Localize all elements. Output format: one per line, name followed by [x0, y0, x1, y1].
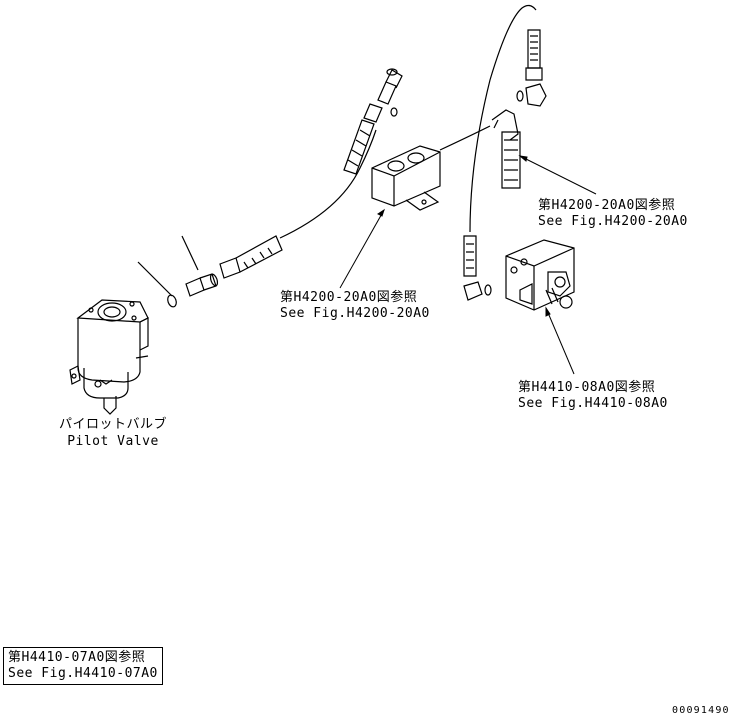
elbow-right — [491, 109, 521, 189]
ref-block-right-top-jp[interactable]: 第H4200-20A0図参照 — [538, 198, 676, 213]
valve-block-middle — [371, 145, 441, 211]
ref-box-en: See Fig.H4410-07A0 — [8, 666, 158, 681]
ref-block-middle-jp[interactable]: 第H4200-20A0図参照 — [280, 290, 418, 305]
hose-upper-fitting — [343, 68, 403, 175]
leader-lines — [339, 155, 597, 375]
ref-block-lower-en[interactable]: See Fig.H4410-08A0 — [518, 396, 668, 411]
hose-right-top — [439, 4, 547, 233]
ref-block-middle-en[interactable]: See Fig.H4200-20A0 — [280, 306, 430, 321]
ref-block-right-top-en[interactable]: See Fig.H4200-20A0 — [538, 214, 688, 229]
pilot-valve-label-en: Pilot Valve — [67, 434, 159, 449]
valve-block-right — [505, 239, 575, 311]
pilot-valve-label-jp: パイロットバルブ — [58, 417, 167, 432]
hose-lower-left — [219, 129, 377, 279]
reference-box[interactable]: 第H4410-07A0図参照 See Fig.H4410-07A0 — [3, 647, 163, 685]
drawing-code: 00091490 — [672, 705, 730, 716]
ref-box-jp: 第H4410-07A0図参照 — [8, 650, 146, 665]
pilot-valve-drawing — [69, 299, 149, 415]
ref-block-lower-jp[interactable]: 第H4410-08A0図参照 — [518, 380, 656, 395]
hose-lower-right — [463, 235, 492, 301]
o-ring-and-fitting — [167, 273, 219, 308]
